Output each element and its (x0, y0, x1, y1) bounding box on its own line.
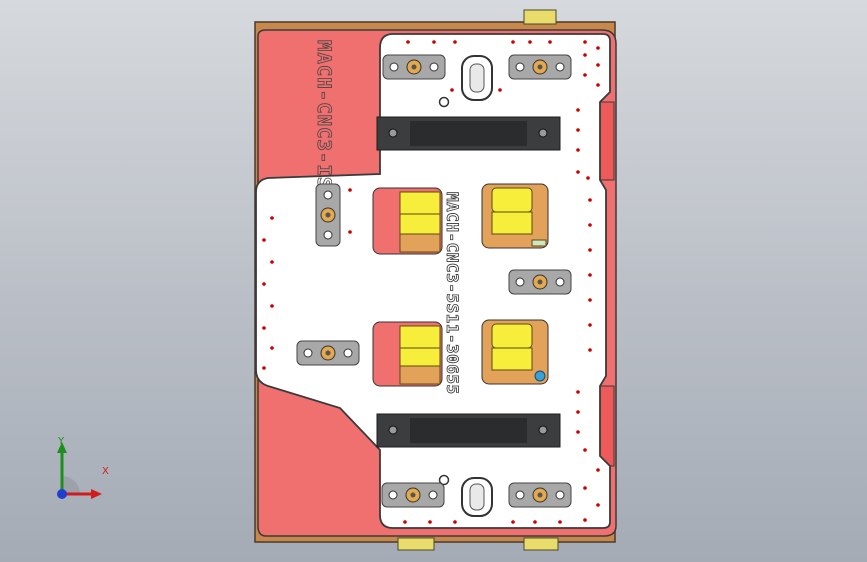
clamp-left-vertical (315, 183, 341, 247)
pocket-top-right (481, 183, 549, 249)
triad-sector-icon (62, 476, 80, 494)
locator-block-bottom (376, 413, 561, 448)
oblong-slot-top-inner (469, 63, 485, 93)
clamp-left-horizontal (296, 340, 360, 366)
bottom-clamp-tab-right (523, 537, 559, 551)
marker-dots (262, 40, 600, 524)
clamp-bottom-right (508, 482, 572, 508)
clamp-center-right (508, 269, 572, 295)
bottom-clamp-tab-left (397, 537, 435, 551)
oblong-slot-bottom-inner (469, 483, 485, 511)
small-hole-top (438, 96, 450, 108)
small-hole-bottom (438, 474, 450, 486)
triad-x-label: X (102, 466, 109, 477)
clamp-bottom-left (381, 482, 445, 508)
triad-y-arrow-icon (57, 442, 67, 453)
clamp-top-right (508, 54, 572, 80)
top-clamp-tab (523, 9, 557, 25)
triad-x-arrow-icon (91, 489, 102, 499)
pocket-top-left (372, 187, 443, 255)
pocket-bottom-left (372, 321, 443, 387)
fixture-plate (255, 33, 611, 529)
clamp-top-left (382, 54, 446, 80)
triad-y-label: Y (58, 436, 65, 447)
pocket-bottom-right (481, 319, 549, 385)
locator-block-top (376, 116, 561, 151)
engraving-top: MACH-CNC3-IS (313, 40, 335, 189)
engraving-center: MACH-CNC3-5S11-30655 (443, 192, 462, 395)
triad-z-axis-icon (57, 489, 67, 499)
axis-triad: Y X (40, 436, 120, 516)
